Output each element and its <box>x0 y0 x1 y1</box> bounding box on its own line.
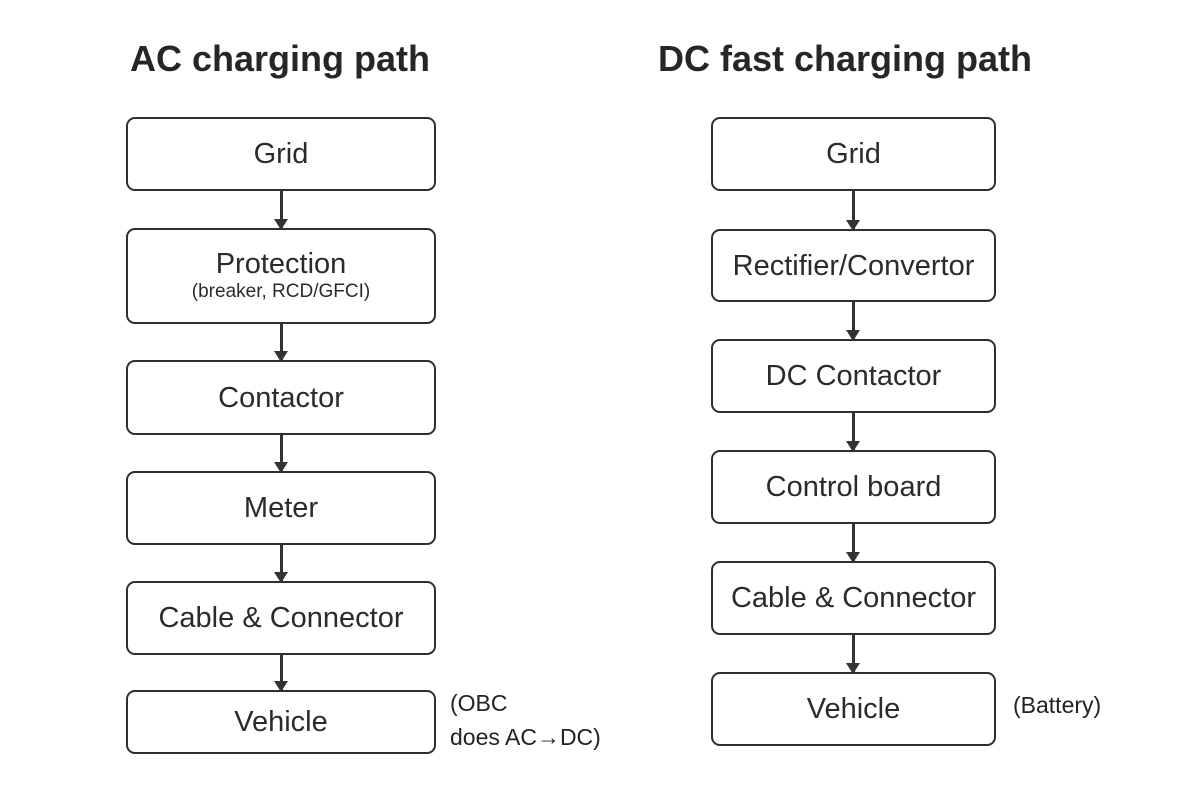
step-label: Vehicle <box>806 693 901 725</box>
step-label: Cable & Connector <box>730 582 977 614</box>
arrow <box>274 324 288 362</box>
arrow <box>846 413 860 452</box>
arrow <box>274 545 288 583</box>
dc-step-dc-contactor: DC Contactor <box>711 339 996 413</box>
dc-step-rectifier: Rectifier/Convertor <box>711 229 996 302</box>
step-label: Grid <box>826 138 881 170</box>
note-line: does AC→DC) <box>450 724 601 750</box>
dc-vehicle-note: (Battery) <box>1013 692 1102 718</box>
ac-step-grid: Grid <box>126 117 436 191</box>
ac-vehicle-note: (OBC does AC→DC) <box>450 686 601 754</box>
arrow <box>846 191 860 231</box>
step-label: Control board <box>765 471 942 503</box>
dc-step-control-board: Control board <box>711 450 996 524</box>
arrow <box>846 635 860 674</box>
ac-title: AC charging path <box>129 38 430 79</box>
arrow <box>274 655 288 692</box>
step-label: DC Contactor <box>765 360 942 392</box>
dc-step-cable-connector: Cable & Connector <box>711 561 996 635</box>
dc-step-grid: Grid <box>711 117 996 191</box>
step-label: Meter <box>243 492 319 524</box>
step-label: Cable & Connector <box>158 602 404 634</box>
arrow <box>274 435 288 473</box>
step-label: Vehicle <box>234 706 328 738</box>
step-sublabel: (breaker, RCD/GFCI) <box>191 281 371 302</box>
arrow <box>846 302 860 341</box>
ac-step-protection: Protection(breaker, RCD/GFCI) <box>126 228 436 324</box>
arrow <box>846 524 860 563</box>
step-label: Contactor <box>218 381 344 414</box>
ac-step-contactor: Contactor <box>126 360 436 435</box>
ac-step-vehicle: Vehicle <box>126 690 436 754</box>
step-label: Protection <box>215 248 347 280</box>
dc-title: DC fast charging path <box>657 38 1033 79</box>
step-label: Rectifier/Convertor <box>732 249 975 282</box>
ac-step-cable-connector: Cable & Connector <box>126 581 436 655</box>
dc-step-vehicle: Vehicle <box>711 672 996 746</box>
ac-step-meter: Meter <box>126 471 436 545</box>
note-line: (OBC <box>450 690 508 716</box>
arrow <box>274 191 288 230</box>
step-label: Grid <box>253 138 309 170</box>
